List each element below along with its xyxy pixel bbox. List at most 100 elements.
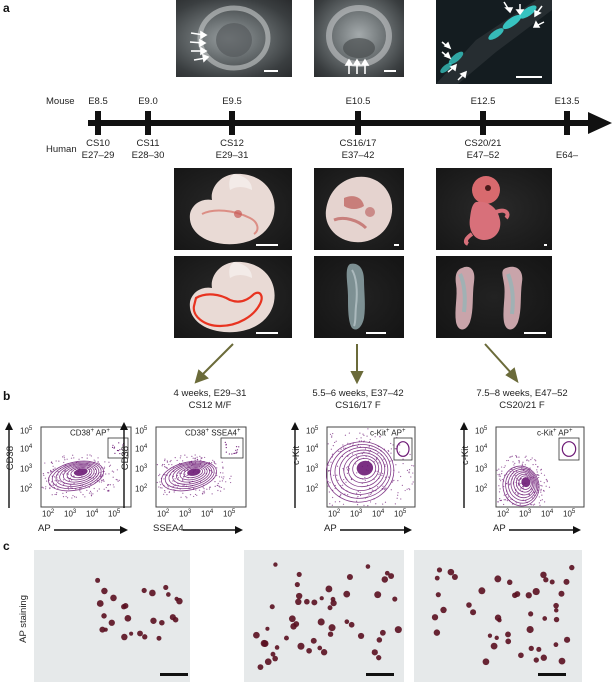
embryo-graphic <box>325 176 393 243</box>
flow-event <box>332 445 334 447</box>
flow-event <box>55 483 57 485</box>
flow-event <box>222 467 224 469</box>
stained-cell <box>295 592 303 600</box>
flow-event <box>504 465 506 467</box>
flow-event <box>196 456 198 458</box>
flow-event <box>530 458 532 461</box>
tick-base: 10 <box>223 509 232 519</box>
stained-cell <box>317 645 323 651</box>
flow-event <box>539 504 541 506</box>
flow-event <box>66 497 69 499</box>
panel-label-b: b <box>3 389 11 403</box>
gate-label-part: c-Kit <box>370 428 386 438</box>
x-tick-label: 103 <box>519 509 531 519</box>
flow-event <box>164 474 166 476</box>
stained-cell <box>514 591 521 597</box>
stained-cell <box>379 629 386 636</box>
flow-event <box>522 464 524 466</box>
flow-event <box>160 484 162 486</box>
image-background <box>34 550 190 682</box>
tick-exponent: 4 <box>143 444 148 450</box>
flow-event <box>102 479 104 481</box>
stained-cell <box>172 616 179 623</box>
y-tick-label: 105 <box>20 426 32 436</box>
flow-event <box>63 457 65 459</box>
tick-base: 10 <box>42 509 51 519</box>
flow-event <box>108 461 110 463</box>
x-axis-arrow <box>509 526 581 534</box>
flow-event <box>202 486 204 488</box>
contour-line <box>330 444 392 499</box>
flow-event <box>80 491 82 493</box>
stained-cell <box>533 657 539 663</box>
embryo-arrows-graphic <box>189 5 271 71</box>
x-tick-label: 103 <box>350 509 362 519</box>
flow-event <box>70 484 72 486</box>
stained-cell <box>330 599 337 607</box>
flow-event <box>158 474 160 477</box>
x-tick-label: 102 <box>157 509 169 519</box>
mouse-stage: E8.5 <box>88 96 108 107</box>
tick-base: 10 <box>306 426 315 436</box>
flow-event <box>368 441 371 443</box>
flow-event <box>518 460 520 462</box>
flow-event <box>366 435 368 437</box>
tick-base: 10 <box>64 509 73 519</box>
stained-cell <box>297 642 305 650</box>
scale-bar <box>366 673 394 676</box>
scale-bar <box>524 332 546 334</box>
flow-event <box>536 471 538 473</box>
flow-event <box>512 461 514 463</box>
stained-cell <box>327 605 333 611</box>
flow-event <box>162 463 164 466</box>
flow-event <box>116 469 118 471</box>
tick-base: 10 <box>20 464 29 474</box>
flow-event <box>166 461 169 463</box>
stained-cell <box>319 596 324 601</box>
y-tick-label: 102 <box>306 484 318 494</box>
flow-event <box>370 492 373 494</box>
y-tick-label: 105 <box>475 426 487 436</box>
flow-event <box>507 459 509 462</box>
flow-event <box>346 467 348 469</box>
flow-event <box>203 488 205 490</box>
flow-event <box>334 487 336 490</box>
flow-event <box>225 481 227 483</box>
flow-event <box>196 494 198 496</box>
tick-exponent: 3 <box>314 464 319 470</box>
contour-line <box>48 460 104 492</box>
flow-event <box>533 491 535 493</box>
flow-event <box>392 444 394 446</box>
flow-event <box>331 435 333 437</box>
scale-bar <box>160 673 188 676</box>
flow-event <box>499 475 501 477</box>
flow-event <box>97 461 99 463</box>
y-tick-label: 104 <box>20 444 32 454</box>
stained-cell <box>284 635 289 641</box>
tick-exponent: 2 <box>505 509 510 515</box>
stained-cell <box>296 571 302 577</box>
stained-cell <box>327 631 334 637</box>
flow-event <box>406 488 408 490</box>
flow-event <box>209 486 211 488</box>
flow-event <box>168 491 170 493</box>
y-tick-label: 104 <box>475 444 487 454</box>
flow-plot <box>495 426 585 508</box>
flow-event <box>183 476 185 478</box>
x-axis-arrow <box>340 526 412 534</box>
y-axis-arrow <box>291 422 299 508</box>
flow-event <box>543 489 545 492</box>
flow-event <box>107 484 109 486</box>
flow-event <box>398 471 400 473</box>
flow-event <box>47 472 49 474</box>
flow-event <box>374 436 376 438</box>
x-tick-label: 103 <box>64 509 76 519</box>
flow-event <box>522 486 524 488</box>
y-tick-label: 102 <box>135 484 147 494</box>
stained-cell <box>528 611 534 617</box>
flow-event <box>393 479 395 481</box>
stained-cell <box>553 642 559 648</box>
contour-line <box>339 449 386 491</box>
contour-line <box>326 441 395 503</box>
contour-line <box>183 467 203 479</box>
